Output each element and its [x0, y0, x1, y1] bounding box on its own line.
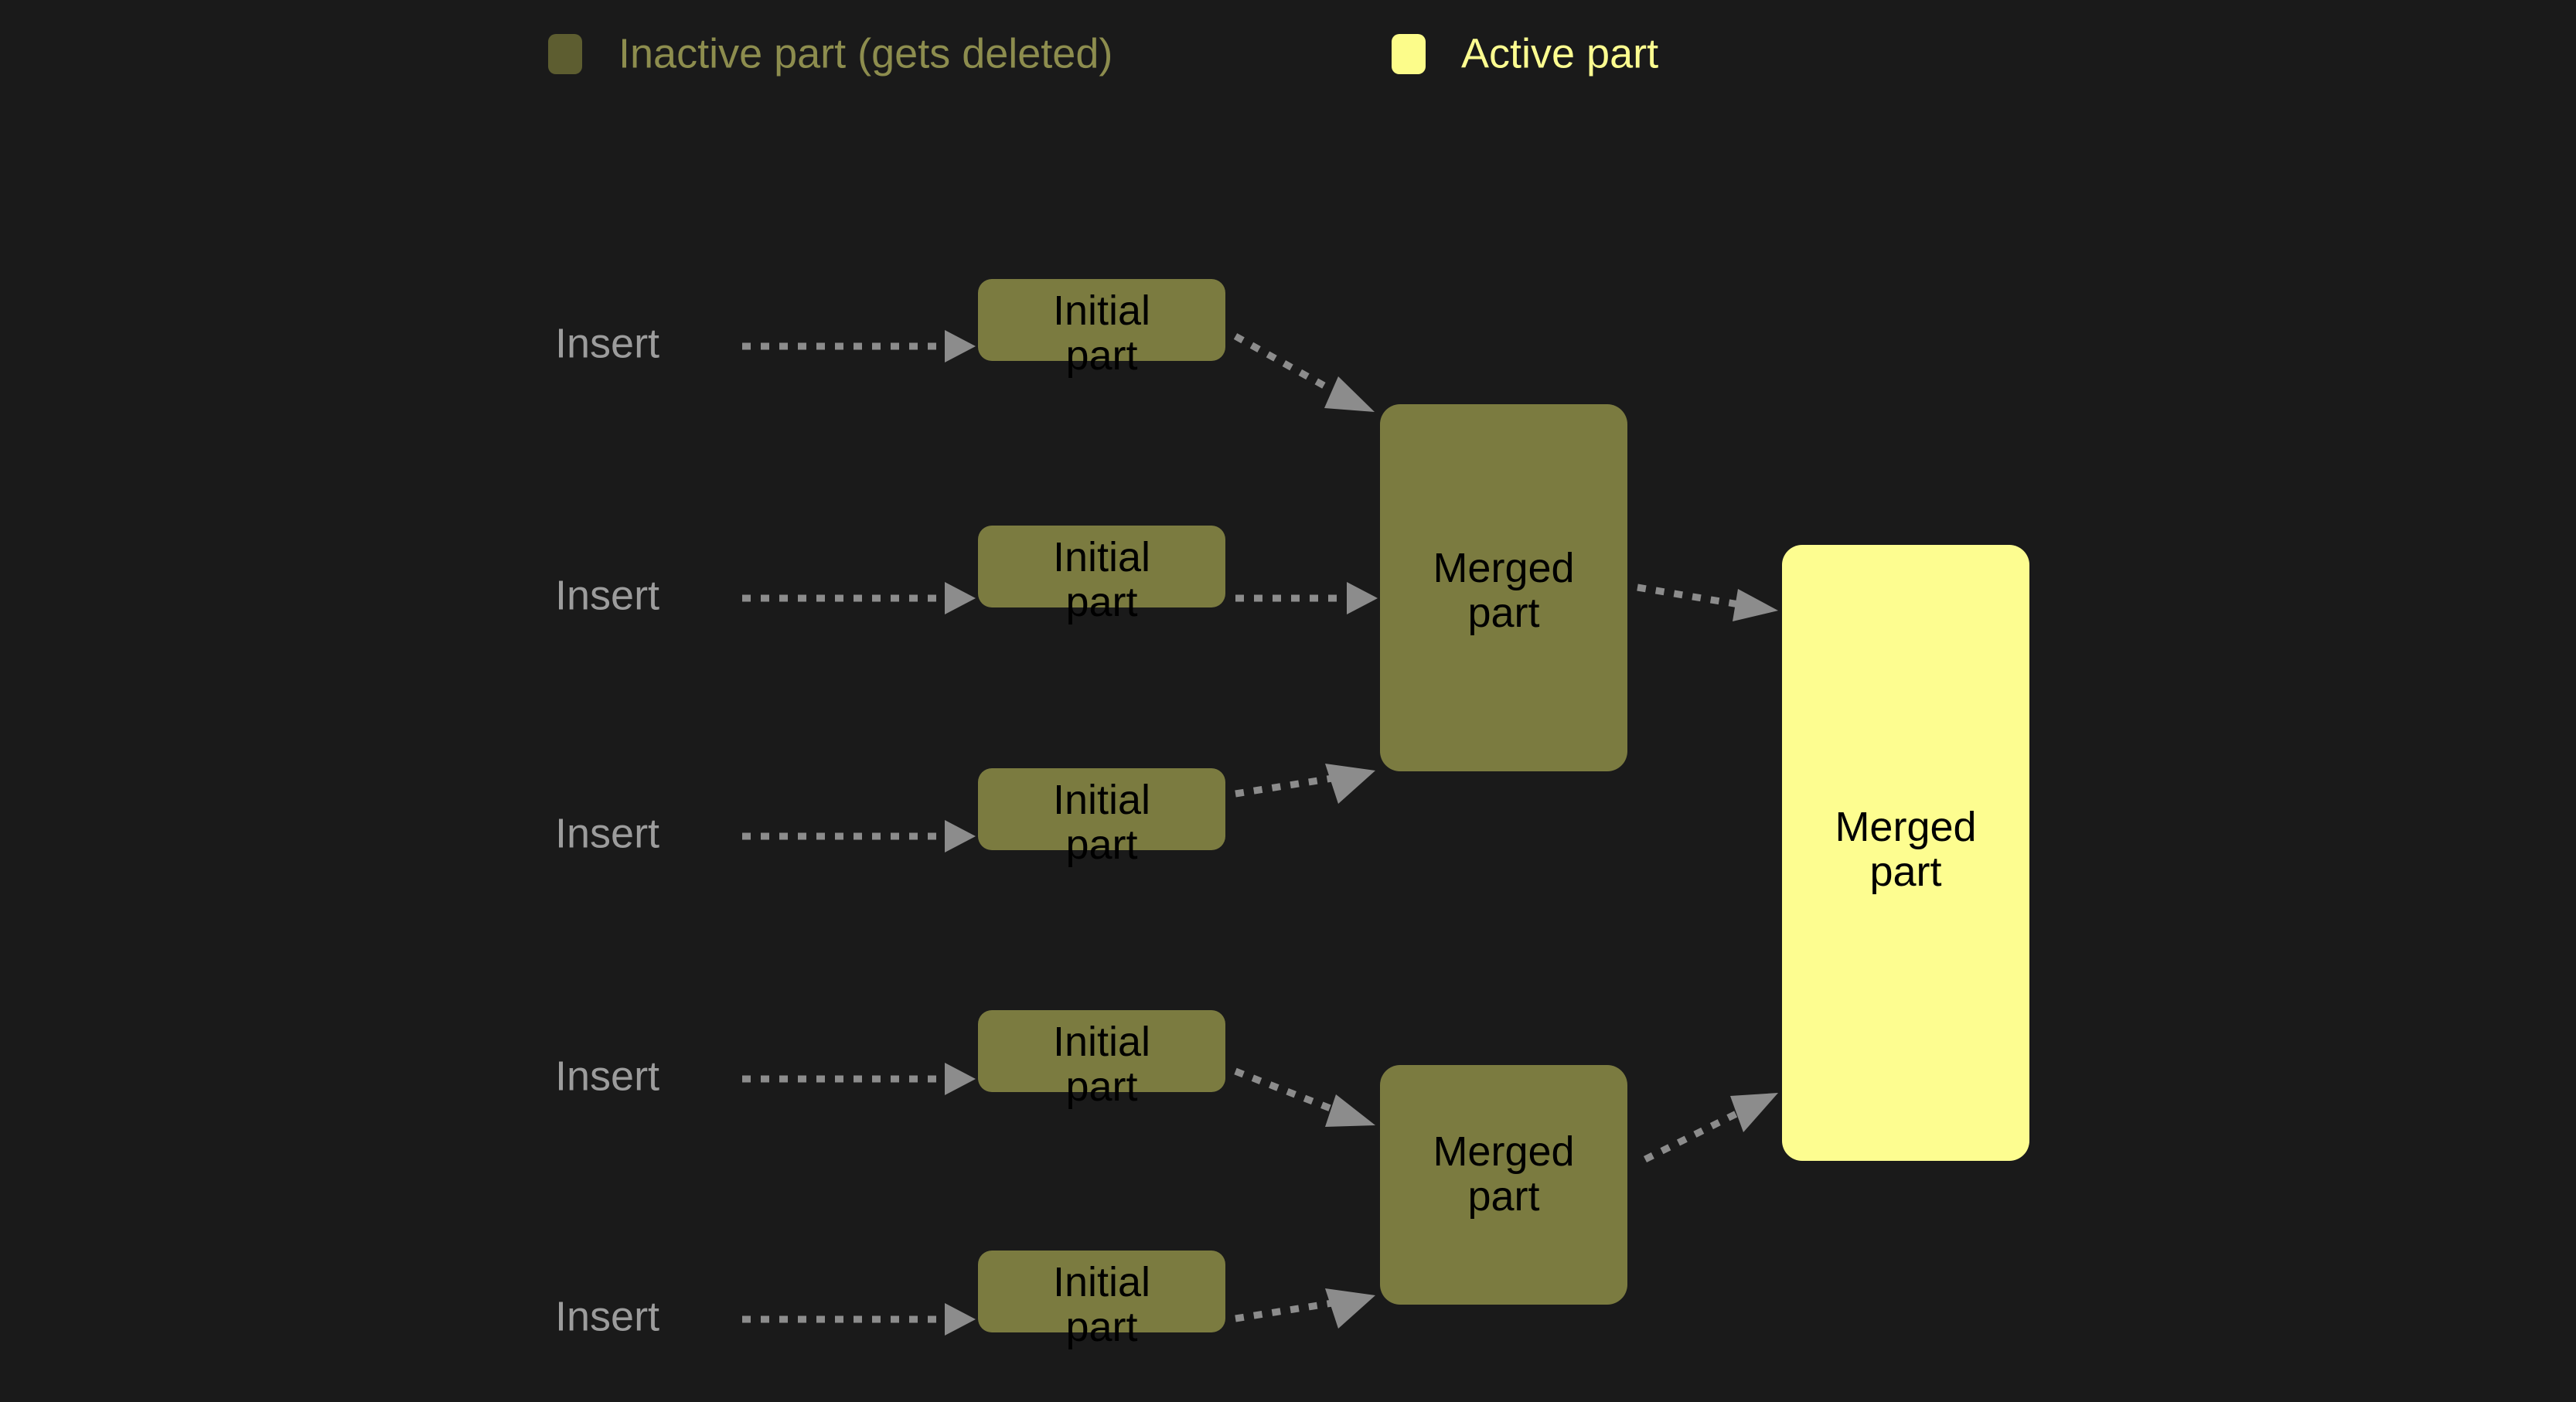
node-label-line2: part [1065, 822, 1137, 868]
edge-initial4-mergedlower [1234, 1067, 1375, 1127]
node-label-line2: part [1467, 1173, 1539, 1220]
legend-item-active: Active part [1392, 30, 1658, 77]
edges-insert-to-initial [742, 330, 976, 1336]
edge-mergedupper-active [1637, 584, 1778, 621]
node-label-line1: Initial [1053, 1019, 1150, 1065]
node-merged-part-lower[interactable]: Merged part [1380, 1065, 1627, 1305]
node-box[interactable] [1380, 1065, 1627, 1305]
insert-label-3: Insert [555, 810, 659, 856]
legend-label-active: Active part [1461, 30, 1658, 77]
edge-initial1-mergedupper [1233, 333, 1375, 412]
insert-label-4: Insert [555, 1053, 659, 1099]
node-label-line1: Initial [1053, 288, 1150, 334]
edge-mergedlower-active [1643, 1093, 1778, 1163]
node-initial-part-5[interactable]: Initial part [978, 1251, 1225, 1350]
insert-label-1: Insert [555, 320, 659, 366]
insert-labels: Insert Insert Insert Insert Insert [555, 320, 659, 1339]
edge-initial3-mergedupper [1235, 764, 1375, 804]
node-label-line2: part [1869, 849, 1941, 895]
legend-swatch-active-icon [1392, 34, 1426, 74]
node-initial-part-4[interactable]: Initial part [978, 1010, 1225, 1110]
node-box[interactable] [1782, 545, 2029, 1161]
insert-label-2: Insert [555, 572, 659, 618]
node-merged-part-active[interactable]: Merged part [1782, 545, 2029, 1161]
legend-label-inactive: Inactive part (gets deleted) [618, 30, 1113, 77]
node-label-line1: Merged [1835, 804, 1976, 850]
legend-swatch-inactive-icon [548, 34, 582, 74]
edge-insert4-initial4 [742, 1063, 976, 1095]
node-label-line2: part [1065, 579, 1137, 625]
node-box[interactable] [1380, 404, 1627, 771]
node-merged-part-upper[interactable]: Merged part [1380, 404, 1627, 771]
node-label-line2: part [1065, 1063, 1137, 1110]
node-box[interactable] [978, 1251, 1225, 1332]
node-label-line1: Merged [1433, 1128, 1574, 1175]
legend-item-inactive: Inactive part (gets deleted) [548, 30, 1113, 77]
edges-merged-to-active [1637, 584, 1778, 1163]
edges-initial-to-merged-upper [1233, 333, 1378, 804]
node-box[interactable] [978, 1010, 1225, 1092]
node-label-line1: Initial [1053, 534, 1150, 580]
edge-initial2-mergedupper [1235, 582, 1378, 614]
node-label-line2: part [1065, 1304, 1137, 1350]
edge-insert2-initial2 [742, 582, 976, 614]
node-label-line2: part [1467, 590, 1539, 636]
node-label-line1: Initial [1053, 777, 1150, 823]
edge-insert1-initial1 [742, 330, 976, 362]
edges-initial-to-merged-lower [1234, 1067, 1375, 1329]
node-box[interactable] [978, 526, 1225, 607]
edge-insert5-initial5 [742, 1303, 976, 1336]
insert-label-5: Insert [555, 1293, 659, 1339]
node-initial-part-2[interactable]: Initial part [978, 526, 1225, 625]
node-initial-part-1[interactable]: Initial part [978, 279, 1225, 379]
node-label-line2: part [1065, 332, 1137, 379]
node-box[interactable] [978, 279, 1225, 361]
node-label-line1: Initial [1053, 1259, 1150, 1305]
edge-initial5-mergedlower [1235, 1288, 1375, 1329]
node-initial-part-3[interactable]: Initial part [978, 768, 1225, 868]
legend: Inactive part (gets deleted) Active part [548, 30, 1658, 77]
edge-insert3-initial3 [742, 820, 976, 852]
node-box[interactable] [978, 768, 1225, 850]
node-label-line1: Merged [1433, 545, 1574, 591]
